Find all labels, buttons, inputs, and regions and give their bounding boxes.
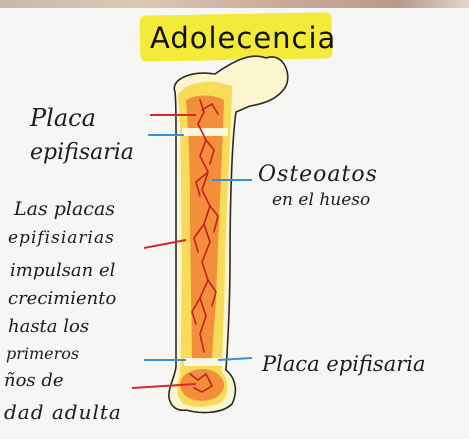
note-line-1: Las placas: [14, 198, 116, 220]
note-line-7: ños de: [4, 370, 64, 391]
pointer-line-red-bottom: [131, 383, 197, 389]
label-osteocitos-line1: Osteoatos: [258, 162, 378, 187]
label-osteocitos-line2: en el hueso: [272, 190, 371, 210]
growth-plate-top: [182, 128, 228, 136]
note-line-6: primeros: [6, 344, 80, 363]
note-line-3: impulsan el: [10, 260, 116, 281]
label-placa-bottom: Placa epifisaria: [262, 352, 426, 376]
pointer-line-red-note: [143, 239, 187, 249]
page-title: Adolecencia: [150, 21, 337, 55]
pointer-line-blue-bottom-right: [217, 357, 253, 361]
note-line-8: dad adulta: [4, 400, 122, 424]
note-line-2: epifisiarias: [8, 228, 115, 248]
blood-vessels: [189, 99, 219, 393]
bone-lower-epiphysis: [180, 369, 224, 401]
label-placa-top-line2: epifisaria: [30, 140, 134, 165]
note-line-5: hasta los: [8, 316, 90, 337]
label-placa-top-line1: Placa: [30, 104, 96, 132]
growth-plate-bottom: [184, 358, 224, 366]
note-line-4: crecimiento: [8, 288, 117, 309]
